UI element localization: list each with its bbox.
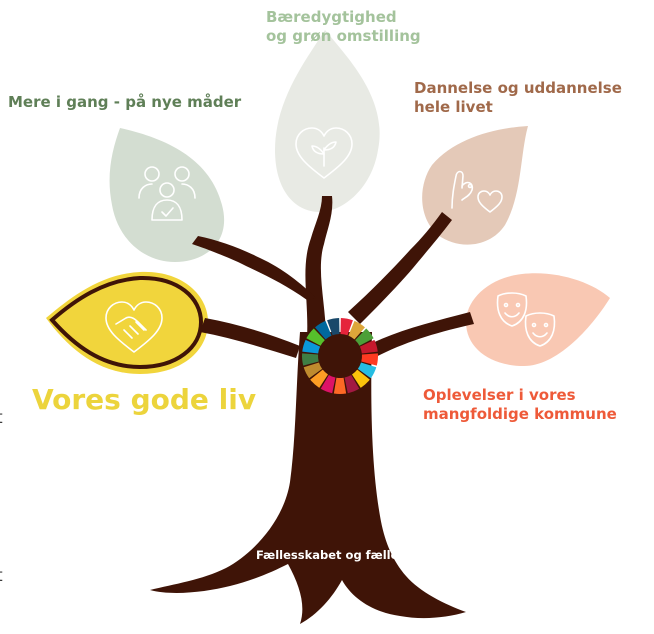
label-oplevelser-line2: mangfoldige kommune bbox=[423, 404, 617, 423]
leaf-mere bbox=[109, 128, 225, 262]
label-oplevelser: Oplevelser i vores mangfoldige kommune bbox=[423, 386, 617, 424]
sdg-segment bbox=[359, 339, 378, 354]
sdg-segment bbox=[303, 362, 323, 379]
hand-heart-icon bbox=[451, 170, 503, 213]
sdg-segment bbox=[352, 369, 370, 388]
heart-handshake-icon bbox=[105, 301, 163, 353]
sdg-segment bbox=[340, 318, 353, 336]
label-mere: Mere i gang - på nye måder bbox=[8, 93, 241, 112]
label-mere-text: Mere i gang - på nye måder bbox=[8, 93, 242, 111]
sdg-wheel-icon bbox=[301, 318, 379, 394]
label-dannelse-line2: hele livet bbox=[414, 97, 493, 116]
sdg-segment bbox=[315, 320, 332, 340]
theater-masks-icon bbox=[496, 292, 556, 347]
sdg-segment bbox=[357, 362, 377, 379]
sdg-segment bbox=[320, 374, 336, 394]
sdg-segment bbox=[355, 328, 374, 346]
trunk-body bbox=[150, 332, 466, 624]
sdg-segment bbox=[327, 318, 340, 336]
branch-vores bbox=[200, 318, 300, 358]
leaf-oplevelser bbox=[466, 273, 610, 366]
label-dannelse: Dannelse og uddannelse hele livet bbox=[414, 79, 622, 117]
branch-oplevelser bbox=[366, 312, 474, 358]
heart-sprout-icon bbox=[295, 127, 353, 179]
tree-trunk bbox=[150, 196, 474, 624]
sdg-segment bbox=[306, 328, 325, 346]
sdg-segment bbox=[333, 377, 347, 394]
label-green-line1: Bæredygtighed bbox=[266, 8, 397, 26]
sdg-segment bbox=[361, 353, 379, 366]
branch-mere bbox=[192, 236, 316, 300]
sdg-segment bbox=[301, 353, 319, 366]
label-green-line2: og grøn omstilling bbox=[266, 26, 421, 45]
label-vores: Vores gode liv bbox=[32, 382, 256, 417]
leaf-dannelse bbox=[422, 126, 528, 245]
sdg-segment bbox=[344, 374, 360, 394]
people-check-icon bbox=[138, 166, 196, 221]
sdg-segment bbox=[310, 369, 328, 388]
label-dannelse-line1: Dannelse og uddannelse bbox=[414, 79, 622, 97]
label-oplevelser-line1: Oplevelser i vores bbox=[423, 386, 576, 404]
branch-dannelse bbox=[348, 212, 452, 324]
sdg-segment bbox=[302, 339, 321, 354]
edge-text-2: . bbox=[0, 535, 1, 555]
leaf-vores-outline bbox=[49, 275, 204, 370]
label-vores-text: Vores gode liv bbox=[32, 383, 257, 416]
leaf-green bbox=[275, 30, 380, 212]
leaf-vores bbox=[46, 271, 208, 374]
label-base-text: Fællesskabet og fællesskaber bbox=[256, 548, 450, 562]
edge-text-1: t bbox=[0, 408, 3, 428]
branch-green bbox=[305, 196, 333, 338]
edge-text-3: t bbox=[0, 566, 3, 586]
label-base: Fællesskabet og fællesskaber bbox=[256, 548, 449, 562]
sdg-segment bbox=[348, 320, 365, 340]
label-green: Bæredygtighed og grøn omstilling bbox=[266, 8, 421, 46]
